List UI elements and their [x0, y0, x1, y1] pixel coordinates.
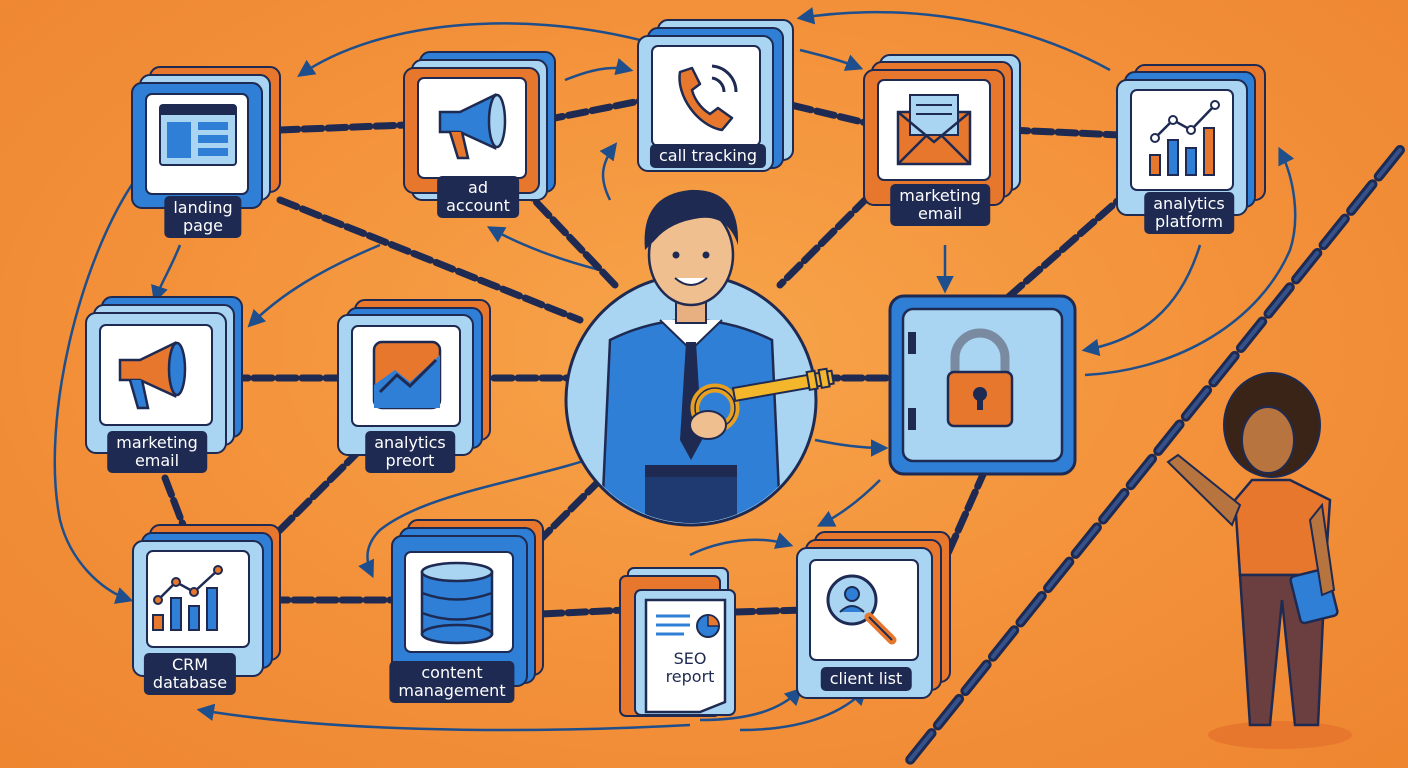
- flow-arrow: [796, 7, 1111, 72]
- woman-with-tablet: [1166, 372, 1352, 749]
- flow-arrow: [564, 58, 634, 82]
- call-tracking-label: call tracking: [649, 144, 767, 168]
- flow-arrow: [1081, 244, 1202, 357]
- chain: [731, 606, 809, 616]
- content-management-label: content management: [389, 661, 515, 703]
- node-marketing-email-top: [863, 54, 1021, 206]
- flow-arrow: [699, 687, 803, 722]
- marketing-email-top-label: marketing email: [890, 184, 990, 226]
- chain: [276, 121, 409, 134]
- analytics-report-label: analytics preort: [365, 431, 455, 473]
- node-landing-page: [131, 66, 281, 209]
- envelope-icon: [896, 94, 972, 166]
- flow-arrow: [53, 179, 137, 604]
- landing-page-label: landing page: [164, 196, 242, 238]
- node-content-management: [391, 519, 544, 687]
- flow-arrow: [247, 243, 381, 328]
- megaphone-icon: [118, 341, 187, 410]
- chain: [266, 446, 364, 544]
- crm-database-label: CRM database: [143, 653, 237, 695]
- flow-arrow: [814, 438, 889, 457]
- megaphone-icon: [438, 93, 507, 160]
- flow-arrow: [816, 479, 881, 527]
- key-icon: [690, 367, 835, 433]
- bar-line-chart-icon: [1149, 100, 1220, 176]
- chain: [541, 96, 649, 124]
- client-list-label: client list: [820, 667, 912, 691]
- phone-ringing-icon: [678, 64, 738, 132]
- flow-arrow: [689, 532, 794, 557]
- node-analytics-report: [337, 299, 491, 456]
- chain: [1006, 126, 1124, 139]
- node-analytics-platform: [1116, 64, 1266, 216]
- database-icon: [420, 561, 494, 645]
- trend-chart-icon: [372, 340, 442, 410]
- user-search-icon: [826, 574, 897, 645]
- bar-line-chart-icon: [152, 565, 223, 631]
- flow-arrow: [358, 448, 616, 579]
- flow-arrow: [151, 244, 182, 304]
- node-seo-report: [619, 567, 736, 717]
- flow-arrow: [486, 226, 601, 272]
- flow-arrow: [1084, 146, 1297, 377]
- flow-arrow: [799, 48, 864, 71]
- padlock-icon: [946, 328, 1014, 428]
- seo-report-label: SEO report: [661, 648, 719, 688]
- chain: [1001, 186, 1134, 304]
- chain: [161, 474, 189, 534]
- flow-arrow: [599, 142, 618, 201]
- node-client-list: [796, 531, 951, 699]
- chain: [941, 466, 989, 564]
- chain: [276, 196, 584, 324]
- analytics-platform-label: analytics platform: [1144, 192, 1234, 234]
- node-marketing-email-mid: [85, 296, 243, 454]
- large-chain: [905, 145, 1405, 765]
- vault-safe: [888, 294, 1077, 476]
- flow-arrow: [297, 22, 641, 77]
- marketing-email-mid-label: marketing email: [107, 431, 207, 473]
- ad-account-label: ad account: [437, 176, 519, 218]
- chain: [516, 181, 619, 289]
- flow-arrows: [53, 7, 1297, 732]
- node-ad-account: [403, 51, 556, 201]
- central-person-with-key: [564, 189, 835, 527]
- flow-arrow: [196, 703, 691, 732]
- node-call-tracking: [637, 19, 794, 172]
- browser-window-icon: [159, 104, 237, 166]
- node-crm-database: [132, 524, 281, 677]
